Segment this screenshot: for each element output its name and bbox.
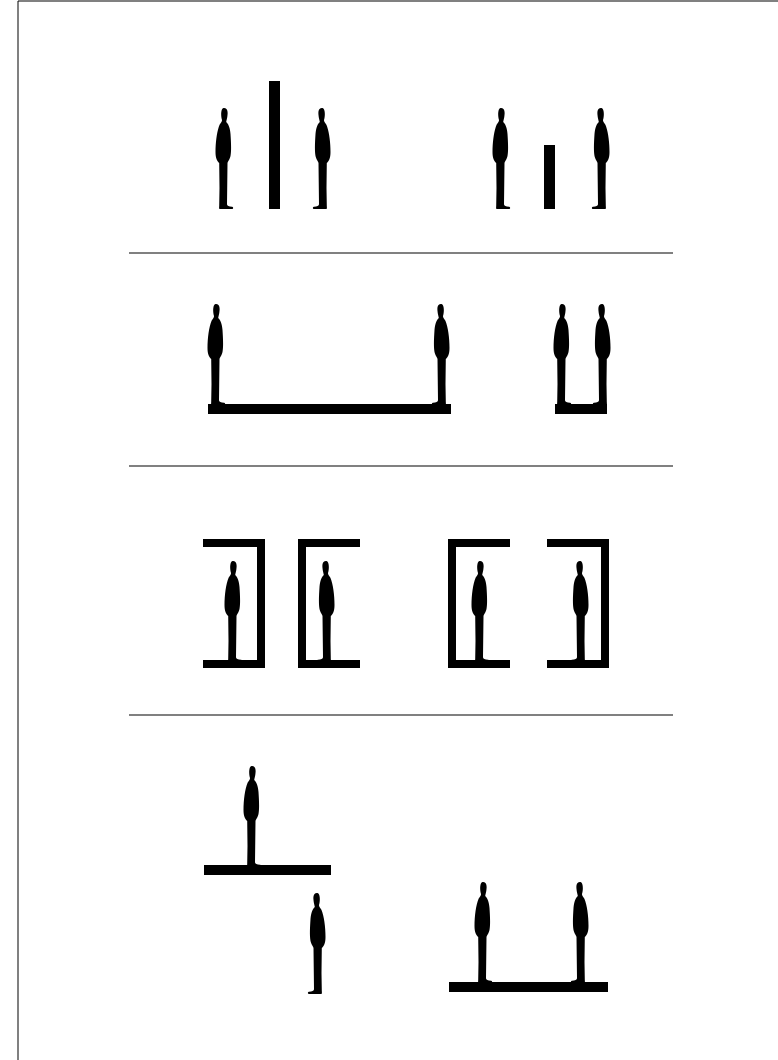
standing-person-icon bbox=[475, 882, 493, 983]
standing-person-icon bbox=[225, 561, 243, 662]
tall-wall-slab bbox=[269, 81, 280, 209]
panel-enclosures bbox=[203, 539, 609, 668]
standing-person-icon bbox=[571, 561, 589, 662]
standing-person-icon bbox=[432, 304, 450, 405]
ground-floor-slab bbox=[449, 982, 608, 992]
long-floor-slab bbox=[208, 404, 451, 414]
standing-person-icon bbox=[493, 108, 511, 209]
short-floor-slab bbox=[555, 404, 607, 414]
standing-person-icon bbox=[592, 108, 610, 209]
panel-shared-floors bbox=[208, 304, 611, 414]
standing-person-icon bbox=[571, 882, 589, 983]
panel-level-change bbox=[204, 766, 608, 994]
panel-freestanding-walls bbox=[216, 81, 610, 209]
standing-person-icon bbox=[472, 561, 490, 662]
standing-person-icon bbox=[554, 304, 572, 405]
standing-person-icon bbox=[593, 304, 611, 405]
short-wall-slab bbox=[544, 145, 555, 209]
raised-platform-slab bbox=[204, 865, 331, 875]
standing-person-icon bbox=[216, 108, 234, 209]
standing-person-icon bbox=[317, 561, 335, 662]
standing-person-icon bbox=[244, 766, 262, 867]
standing-person-icon bbox=[313, 108, 331, 209]
standing-person-icon bbox=[208, 304, 226, 405]
standing-person-icon bbox=[308, 893, 326, 994]
